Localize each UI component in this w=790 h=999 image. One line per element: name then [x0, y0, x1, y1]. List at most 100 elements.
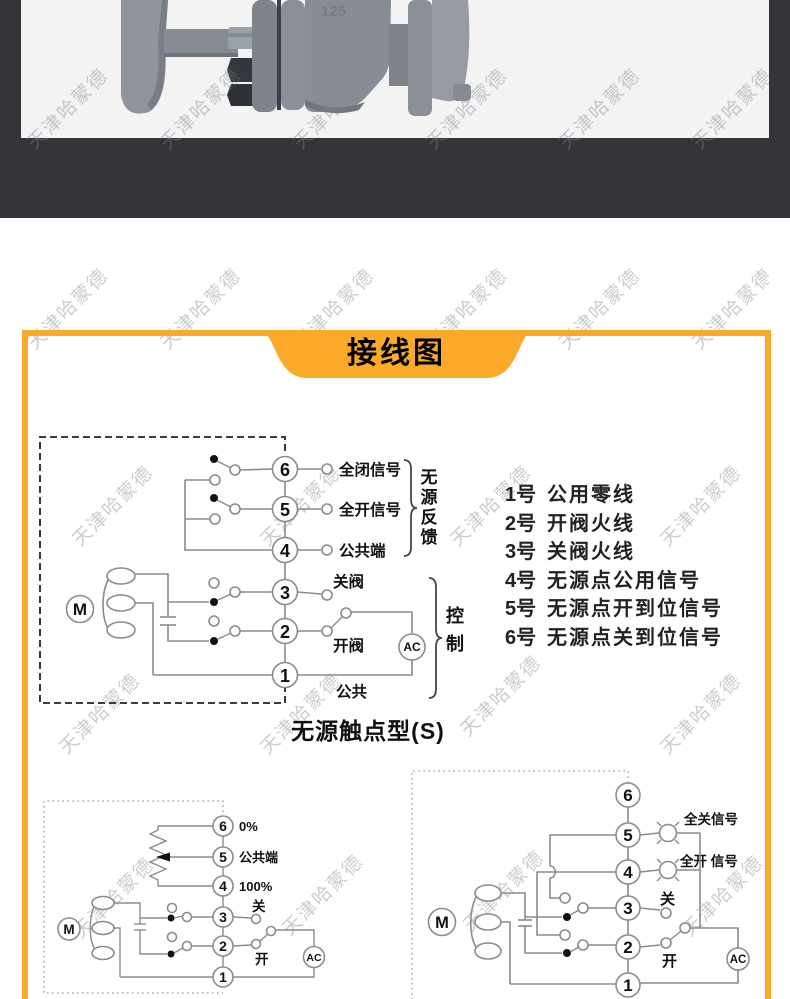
valve-photo-illustration: 125 [121, 0, 471, 116]
diagram-caption: 无源触点型(S) [291, 718, 445, 744]
close-contact: 关 [232, 898, 266, 925]
svg-text:全闭信号: 全闭信号 [338, 460, 401, 479]
actuator-dotted-outline [43, 800, 224, 994]
svg-text:AC: AC [403, 640, 421, 654]
switch-2-icon [166, 931, 213, 958]
switch-3-icon [166, 902, 213, 923]
wiring-diagram-lamp-signal: M [411, 770, 750, 999]
list-item: 3号关阀火线 [505, 541, 635, 563]
terminal-column: 6 5 4 3 2 1 [615, 782, 641, 998]
wiper-arrow-icon [156, 852, 170, 862]
svg-text:关: 关 [660, 890, 675, 908]
motor-icon: M [65, 567, 136, 639]
switch-3-icon [208, 577, 273, 606]
switch-6-icon [185, 455, 273, 486]
close-contact: 关 [639, 890, 675, 919]
svg-text:5: 5 [219, 849, 227, 865]
svg-text:M: M [73, 600, 87, 619]
left-bus-wires [536, 834, 616, 936]
svg-text:反: 反 [421, 508, 438, 527]
terminal-column: 6 5 4 3 2 1 [271, 455, 299, 689]
common-label: 公共 [336, 683, 368, 701]
svg-text:1: 1 [623, 976, 632, 995]
ac-source-icon: AC [640, 947, 750, 984]
svg-text:AC: AC [730, 954, 747, 966]
svg-text:M: M [63, 922, 74, 937]
svg-text:6: 6 [219, 818, 227, 834]
svg-text:3: 3 [280, 583, 290, 603]
svg-text:关: 关 [252, 898, 266, 914]
capacitor-icon [135, 573, 209, 675]
actuator-dotted-outline [411, 770, 629, 999]
svg-text:3: 3 [219, 909, 227, 925]
svg-text:3: 3 [623, 899, 632, 918]
feedback-brace-label: 无 源 反 馈 [420, 468, 438, 547]
pot-common-label: 公共端 [239, 850, 278, 865]
feedback-output-5: 全开信号 [297, 500, 401, 519]
svg-text:2: 2 [623, 938, 632, 957]
svg-text:4: 4 [623, 863, 633, 882]
switch-3-icon [559, 892, 616, 921]
feedback-brace [403, 459, 418, 557]
section-title: 接线图 [347, 337, 446, 370]
list-item: 5号无源点开到位信号 [505, 598, 723, 620]
switch-2-icon [559, 929, 616, 957]
list-item: 4号无源点公用信号 [505, 569, 701, 592]
control-brace-label: 控 制 [446, 605, 464, 654]
wiring-diagram-passive-contact: M [39, 436, 464, 704]
svg-text:2: 2 [219, 938, 227, 954]
svg-text:关阀: 关阀 [333, 572, 364, 591]
feedback-output-6: 全闭信号 [297, 460, 401, 479]
control-brace [428, 577, 443, 699]
terminal-description-list: 1号公用零线 2号开阀火线 3号关阀火线 4号无源点公用信号 5号无源点开到位信… [505, 481, 723, 652]
svg-text:5: 5 [280, 500, 290, 520]
pot-100-label: 100% [239, 879, 273, 894]
list-item: 2号开阀火线 [505, 512, 635, 535]
svg-text:源: 源 [421, 487, 438, 507]
svg-text:AC: AC [306, 952, 322, 964]
svg-text:制: 制 [446, 634, 464, 654]
motor-icon: M [57, 895, 115, 961]
svg-text:公共端: 公共端 [339, 541, 386, 560]
actuator-dashed-outline [39, 436, 286, 704]
svg-text:开: 开 [255, 952, 269, 967]
svg-text:4: 4 [280, 541, 290, 561]
svg-text:开: 开 [662, 953, 677, 970]
feedback-output-4: 公共端 [297, 541, 386, 560]
svg-text:1: 1 [280, 666, 290, 686]
capacitor-icon [114, 902, 167, 977]
list-item: 6号无源点关到位信号 [505, 626, 723, 649]
open-contact: 开 [639, 922, 739, 970]
photo-dark-band: 125 [0, 0, 790, 218]
list-item: 1号公用零线 [505, 484, 635, 506]
svg-text:全开 信号: 全开 信号 [679, 853, 738, 869]
svg-text:M: M [435, 914, 449, 932]
svg-text:1: 1 [219, 969, 227, 985]
wiring-section: 接线图 [22, 330, 771, 999]
svg-text:馈: 馈 [421, 527, 438, 547]
svg-text:5: 5 [623, 826, 632, 845]
switch-5-icon [185, 494, 273, 525]
svg-text:6: 6 [623, 786, 632, 805]
svg-text:控: 控 [446, 605, 464, 626]
svg-text:4: 4 [219, 878, 227, 894]
switch-2-icon [208, 615, 273, 645]
pot-0-label: 0% [239, 819, 258, 834]
control-open-contact: 开阀 [297, 607, 413, 655]
valve-cast-mark: 125 [321, 3, 346, 20]
svg-text:2: 2 [280, 622, 290, 642]
motor-icon: M [427, 884, 502, 960]
svg-text:全开信号: 全开信号 [338, 500, 401, 519]
potentiometer-icon [148, 825, 213, 887]
terminal-column: 6 5 4 3 2 1 [212, 815, 234, 988]
svg-text:全关信号: 全关信号 [683, 811, 738, 827]
product-photo: 125 [21, 0, 769, 138]
open-contact: 开 [232, 925, 315, 967]
open-signal-lamp-icon: 全开 信号 [639, 853, 738, 882]
wiring-diagram-potentiometer: 0% 公共端 100% M [43, 800, 326, 994]
control-close-contact: 关阀 [297, 572, 364, 601]
tab-shape [257, 330, 536, 378]
capacitor-icon [501, 892, 562, 984]
ac-source-icon: AC [233, 945, 326, 978]
